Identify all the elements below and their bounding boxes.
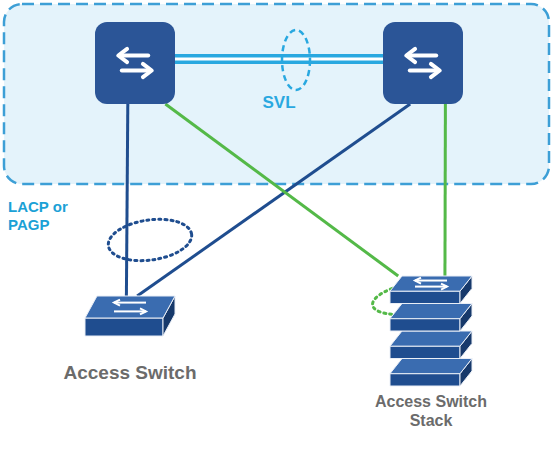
protocol-label: LACP or PAGP bbox=[8, 198, 80, 234]
switch-icon bbox=[390, 276, 472, 386]
arrow-glyph bbox=[114, 302, 146, 304]
link bbox=[444, 104, 445, 276]
switch-top bbox=[390, 276, 472, 291]
switch-unit bbox=[390, 359, 472, 387]
etherchannel-ring bbox=[106, 214, 195, 265]
arrow-glyph bbox=[118, 49, 127, 62]
arrow-glyph bbox=[415, 278, 421, 284]
virtual-switch-region bbox=[4, 4, 549, 184]
svl-bundle-ring bbox=[282, 30, 310, 90]
switch-unit bbox=[390, 331, 472, 359]
arrow-glyph bbox=[408, 54, 437, 58]
switch-front bbox=[85, 318, 163, 336]
switch-unit bbox=[85, 296, 175, 336]
arrow-glyph bbox=[410, 68, 439, 72]
switch-top bbox=[85, 296, 175, 318]
uplink bbox=[443, 104, 446, 276]
switch-top bbox=[390, 304, 472, 319]
switch-front bbox=[390, 374, 460, 386]
arrow-glyph bbox=[114, 310, 146, 312]
link bbox=[137, 104, 410, 296]
switch-top bbox=[390, 359, 472, 374]
arrow-glyph bbox=[415, 286, 447, 288]
switch-unit bbox=[390, 304, 472, 332]
core-switch bbox=[383, 22, 463, 104]
switch-front bbox=[390, 346, 460, 358]
arrow-glyph bbox=[122, 68, 151, 72]
arrow-glyph bbox=[120, 54, 149, 58]
switch-glyph bbox=[118, 49, 151, 77]
arrow-glyph bbox=[431, 64, 440, 77]
link bbox=[175, 58, 383, 59]
switch-glyph bbox=[114, 300, 146, 315]
switch-body bbox=[383, 22, 463, 104]
switch-glyph bbox=[406, 49, 439, 77]
uplink bbox=[165, 104, 398, 276]
switch-icon bbox=[383, 22, 463, 104]
switch-front bbox=[390, 319, 460, 331]
link bbox=[165, 104, 398, 276]
switch-body bbox=[95, 22, 175, 104]
arrow-glyph bbox=[140, 308, 146, 314]
core-switch bbox=[95, 22, 175, 104]
switch-top bbox=[390, 331, 472, 346]
arrow-glyph bbox=[114, 300, 120, 306]
arrow-glyph bbox=[143, 64, 152, 77]
uplink bbox=[137, 104, 410, 296]
switch-unit bbox=[390, 276, 472, 304]
arrow-glyph bbox=[406, 49, 415, 62]
device-label: Access Switch Stack bbox=[371, 392, 491, 430]
switch-icon bbox=[85, 296, 175, 336]
svl-link bbox=[175, 54, 383, 64]
switch-icon bbox=[95, 22, 175, 104]
access-switch-stack: Access Switch Stack bbox=[390, 276, 472, 386]
uplink bbox=[126, 104, 127, 296]
access-switch: Access Switch bbox=[85, 296, 175, 336]
link-label: SVL bbox=[262, 93, 295, 113]
arrow-glyph bbox=[441, 284, 447, 290]
arrow-glyph bbox=[415, 280, 447, 282]
svl-gap bbox=[175, 57, 383, 60]
link bbox=[126, 104, 127, 296]
switch-glyph bbox=[415, 278, 447, 290]
device-label: Access Switch bbox=[45, 362, 215, 385]
switch-front bbox=[390, 291, 460, 303]
